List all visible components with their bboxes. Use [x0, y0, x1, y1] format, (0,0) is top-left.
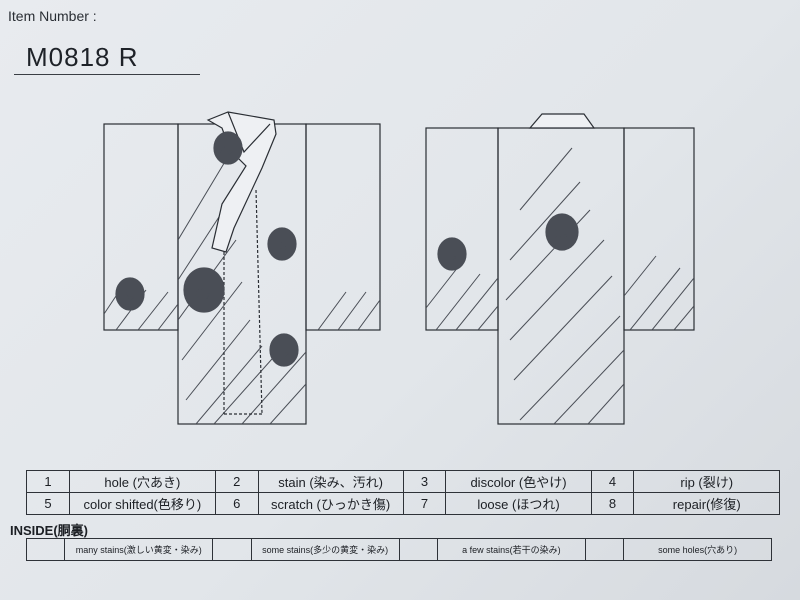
mark-g2: G₂ — [553, 226, 568, 241]
checkbox-cell[interactable] — [584, 538, 625, 561]
front-view: A₂ B₂ C₂ D₂ E₂ — [103, 111, 381, 425]
front-marks: A₂ B₂ C₂ D₂ E₂ — [115, 131, 299, 367]
legend-num: 8 — [590, 492, 635, 515]
inside-condition-table: many stains(激しい黄変・染み) some stains(多少の黄変・… — [25, 538, 772, 561]
back-hatching — [426, 147, 694, 424]
mark-a2: A₂ — [220, 142, 234, 157]
legend-num: 2 — [214, 470, 259, 493]
inside-level: many stains(激しい黄変・染み) — [64, 538, 214, 561]
mark-e2: E₂ — [276, 344, 290, 359]
legend-num: 4 — [590, 470, 635, 493]
inside-row: many stains(激しい黄変・染み) some stains(多少の黄変・… — [25, 538, 772, 561]
legend-text: stain (染み、汚れ) — [257, 470, 404, 493]
inside-level: some stains(多少の黄変・染み) — [250, 538, 400, 561]
front-collar-inner — [227, 111, 271, 154]
inside-level: some holes(穴あり) — [623, 538, 772, 561]
inside-level: a few stains(若干の染み) — [436, 538, 586, 561]
legend-num: 5 — [26, 492, 70, 515]
legend-num: 7 — [402, 492, 447, 515]
front-seam-dashed — [223, 189, 263, 415]
front-collar — [206, 111, 277, 253]
legend-row: 5 color shifted(色移り) 6 scratch (ひっかき傷) 7… — [26, 492, 780, 515]
mark-c2: C₂ — [194, 285, 211, 302]
mark-f2: F₂ — [444, 248, 457, 263]
legend-row: 1 hole (穴あき) 2 stain (染み、汚れ) 3 discolor … — [26, 470, 780, 493]
checkbox-cell[interactable] — [398, 538, 438, 561]
legend-text: hole (穴あき) — [68, 470, 216, 493]
back-marks: F₂ G₂ — [437, 213, 579, 271]
legend-num: 1 — [26, 470, 70, 493]
front-right-sleeve — [305, 123, 381, 331]
legend-num: 3 — [402, 470, 447, 493]
item-number-underline — [14, 74, 200, 75]
mark-d2: D₂ — [274, 238, 288, 253]
legend-num: 6 — [214, 492, 259, 515]
inside-title: INSIDE(胴裏) — [10, 523, 89, 538]
back-view: F₂ G₂ — [425, 113, 695, 425]
legend-text: repair(修復) — [633, 492, 780, 515]
back-body — [497, 127, 625, 425]
legend-text: rip (裂け) — [633, 470, 780, 493]
checkbox-cell[interactable] — [212, 538, 252, 561]
legend-text: discolor (色やけ) — [445, 470, 592, 493]
item-number-label: Item Number : — [8, 8, 97, 24]
back-right-sleeve — [623, 127, 695, 331]
back-left-sleeve — [425, 127, 499, 331]
legend-text: loose (ほつれ) — [445, 492, 592, 515]
damage-legend-table: 1 hole (穴あき) 2 stain (染み、汚れ) 3 discolor … — [26, 470, 780, 515]
checkbox-cell[interactable] — [25, 538, 66, 561]
back-collar — [528, 113, 596, 129]
legend-text: scratch (ひっかき傷) — [257, 492, 404, 515]
item-number-value: M0818 R — [26, 42, 139, 72]
kimono-diagram: A₂ B₂ C₂ D₂ E₂ — [103, 111, 695, 425]
mark-b2: B₂ — [121, 288, 135, 303]
legend-text: color shifted(色移り) — [68, 492, 216, 515]
